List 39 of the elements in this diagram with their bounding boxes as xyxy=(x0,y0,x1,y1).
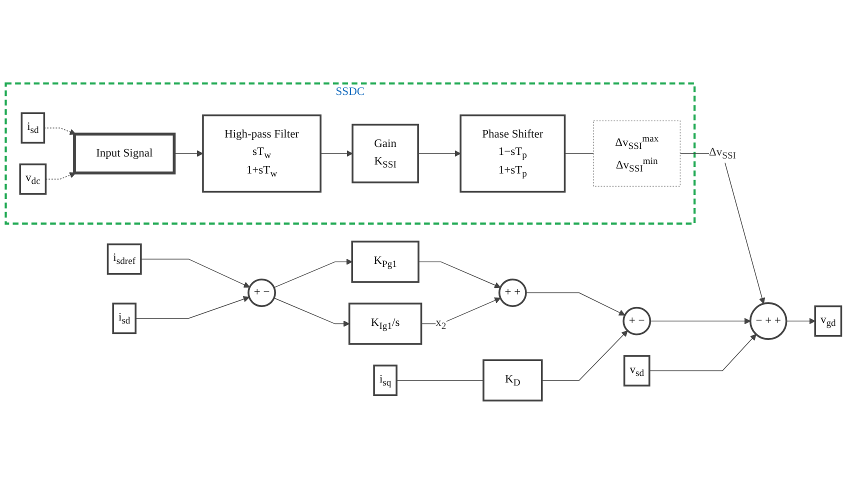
arrow xyxy=(274,258,352,288)
node-circle: + − xyxy=(248,278,276,307)
arrow xyxy=(320,150,353,157)
node-box: K$_{Pg1}$ xyxy=(351,240,420,283)
node-box: K$_{D}$ xyxy=(482,359,543,402)
arrow xyxy=(45,172,76,180)
arrow xyxy=(542,330,628,381)
node-box: i$_{sq}$ xyxy=(373,364,398,396)
edge-label: Δv$_{SSI}$ xyxy=(708,146,736,161)
node-circle: + − xyxy=(622,306,652,336)
arrow xyxy=(44,128,76,135)
connector xyxy=(396,380,484,381)
arrow xyxy=(174,150,204,157)
arrow xyxy=(786,318,816,324)
arrow xyxy=(418,261,501,288)
node-box: Input Signal xyxy=(73,132,176,174)
connector xyxy=(564,153,594,154)
node-box: v$_{gd}$ xyxy=(814,305,842,337)
node-box: i$_{sdref}$ xyxy=(106,243,142,275)
arrow xyxy=(140,258,250,288)
node-box: i$_{sd}$ xyxy=(112,302,137,334)
arrow xyxy=(135,296,250,319)
node-box: Phase Shifter 1−sT$_{p}$ 1+sT$_{p}$ xyxy=(460,114,566,193)
node-circle: + + xyxy=(498,278,527,307)
node-box: i$_{sd}$ xyxy=(20,112,46,144)
node-box: v$_{dc}$ xyxy=(19,163,47,195)
arrow xyxy=(680,153,766,304)
node-box: High-pass Filter sT$_{w}$ 1+sT$_{w}$ xyxy=(202,114,322,193)
arrow xyxy=(274,298,350,327)
arrow xyxy=(420,297,501,324)
arrow xyxy=(650,318,751,324)
arrow xyxy=(526,292,626,316)
node-circle: − + + xyxy=(749,302,788,340)
node-box: K$_{Ig1}$/s xyxy=(348,302,422,345)
node-box: Gain K$_{SSI}$ xyxy=(352,124,419,184)
arrow xyxy=(649,334,756,372)
arrow xyxy=(418,150,461,157)
node-box: v$_{sd}$ xyxy=(623,355,650,386)
edge-label: x$_{2}$ xyxy=(436,316,446,332)
